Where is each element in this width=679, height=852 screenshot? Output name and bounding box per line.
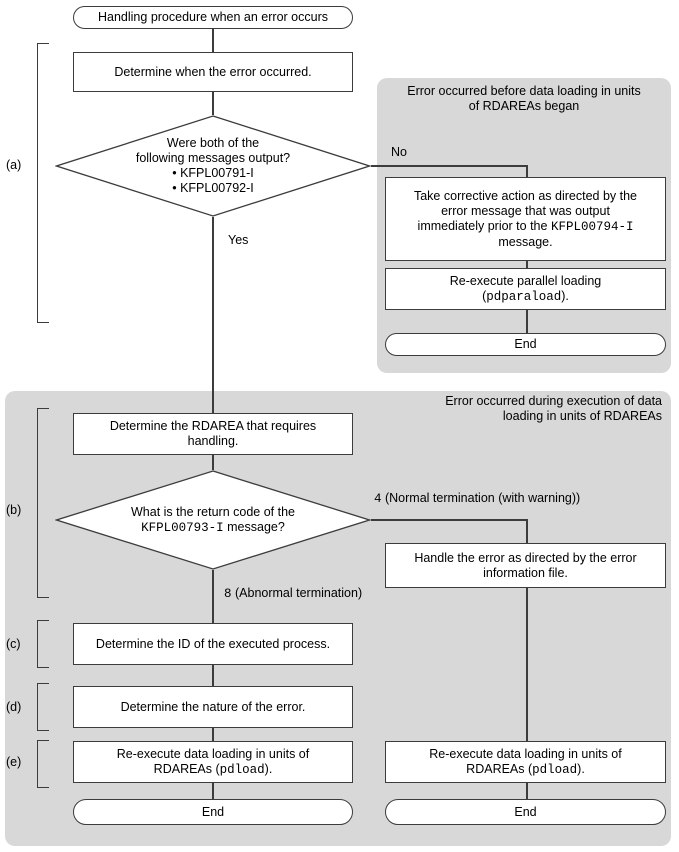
connector-line-no-branch xyxy=(371,165,527,167)
connector-line xyxy=(526,310,528,333)
end-terminator-left: End xyxy=(73,799,353,825)
message-code: KFPL00793-I xyxy=(141,520,224,535)
process-reexecute-data-loading-right: Re-execute data loading in units of RDAR… xyxy=(385,741,666,783)
text-line: Handle the error as directed by the erro… xyxy=(414,550,637,565)
connector-line xyxy=(526,261,528,268)
text-line: immediately prior to the KFPL00794-I xyxy=(418,219,634,235)
text-segment: ( xyxy=(482,288,487,303)
panel-during-header: Error occurred during execution of data … xyxy=(400,394,662,424)
text-line: information file. xyxy=(483,565,568,580)
step-label-e: (e) xyxy=(6,755,22,769)
process-determine-process-id: Determine the ID of the executed process… xyxy=(73,623,353,665)
text-line: RDAREAs (pdload). xyxy=(466,762,585,778)
text-segment: (Abnormal termination) xyxy=(231,586,363,600)
end-label: End xyxy=(201,804,225,819)
process-determine-error-nature: Determine the nature of the error. xyxy=(73,686,353,728)
step-label-a: (a) xyxy=(6,158,22,172)
message-code: KFPL00794-I xyxy=(550,219,634,234)
end-label: End xyxy=(514,804,537,819)
diamond-shape xyxy=(55,115,371,217)
text-segment: RDAREAs ( xyxy=(153,761,220,776)
bracket-step-c xyxy=(37,620,49,668)
branch-label-8-abnormal: 8 (Abnormal termination) xyxy=(224,586,362,602)
process-determine-rdarea: Determine the RDAREA that requires handl… xyxy=(73,413,353,455)
header-line: Error occurred during execution of data xyxy=(445,394,662,408)
diamond-shape xyxy=(55,470,371,570)
text-segment: ). xyxy=(264,761,273,776)
header-line: loading in units of RDAREAs xyxy=(502,409,662,423)
return-code: 4 xyxy=(374,492,382,506)
text-line: Re-execute data loading in units of xyxy=(429,746,622,761)
decision-messages-output: Were both of the following messages outp… xyxy=(55,115,371,217)
decision-text: What is the return code of the KFPL00793… xyxy=(55,470,371,570)
start-label: Handling procedure when an error occurs xyxy=(98,10,328,24)
process-reexecute-data-loading-left: Re-execute data loading in units of RDAR… xyxy=(73,741,353,783)
header-line: of RDAREAs began xyxy=(468,99,580,113)
connector-line xyxy=(212,455,214,470)
header-line: Error occurred before data loading in un… xyxy=(407,84,641,98)
connector-line xyxy=(212,665,214,686)
process-reexecute-parallel-loading: Re-execute parallel loading (pdparaload)… xyxy=(385,268,666,310)
text-line: Re-execute parallel loading xyxy=(449,273,602,288)
process-handle-error-info-file: Handle the error as directed by the erro… xyxy=(385,543,666,588)
decision-return-code: What is the return code of the KFPL00793… xyxy=(55,470,371,570)
text-line: error message that was output xyxy=(441,203,610,218)
text-line: Determine the ID of the executed process… xyxy=(95,636,331,651)
text-line: (pdparaload). xyxy=(482,289,569,305)
text-line: Re-execute data loading in units of xyxy=(116,746,310,761)
text-segment: (Normal termination (with warning)) xyxy=(381,491,581,505)
text-segment: RDAREAs ( xyxy=(466,761,533,776)
end-terminator-right: End xyxy=(385,799,666,825)
step-label-d: (d) xyxy=(6,700,22,714)
text-segment: ). xyxy=(561,288,569,303)
text-line: message. xyxy=(498,234,553,249)
text-line: Determine the RDAREA that requires xyxy=(109,419,317,433)
text-line: following messages output? xyxy=(135,151,291,165)
connector-line xyxy=(526,588,528,741)
branch-label-no: No xyxy=(391,145,407,159)
command-code: pdparaload xyxy=(486,289,562,304)
text-segment: ). xyxy=(577,761,585,776)
text-line: KFPL00793-I message? xyxy=(141,520,285,536)
command-code: pdload xyxy=(532,762,578,777)
text-line: What is the return code of the xyxy=(131,504,295,519)
command-code: pdload xyxy=(219,762,265,777)
connector-line-yes-branch xyxy=(212,217,214,413)
step-label-b: (b) xyxy=(6,503,22,517)
return-code: 8 xyxy=(224,587,232,601)
end-terminator-before: End xyxy=(385,333,666,356)
connector-line xyxy=(212,728,214,741)
process-determine-when: Determine when the error occurred. xyxy=(73,52,353,92)
connector-line xyxy=(212,92,214,115)
bracket-step-a xyxy=(37,43,49,323)
connector-line xyxy=(526,165,528,177)
branch-label-yes: Yes xyxy=(228,233,249,247)
bracket-step-b xyxy=(37,408,49,598)
connector-line xyxy=(526,783,528,799)
branch-label-4-normal: 4 (Normal termination (with warning)) xyxy=(374,491,580,507)
text-line: Take corrective action as directed by th… xyxy=(413,188,638,203)
panel-before-header: Error occurred before data loading in un… xyxy=(389,84,659,114)
step-label-c: (c) xyxy=(6,637,21,651)
process-take-corrective-action: Take corrective action as directed by th… xyxy=(385,177,666,261)
connector-line-8-branch xyxy=(212,570,214,623)
decision-text: Were both of the following messages outp… xyxy=(55,115,371,217)
text-line: Determine the nature of the error. xyxy=(120,699,306,714)
text-line: Determine when the error occurred. xyxy=(114,64,312,79)
connector-line xyxy=(212,29,214,52)
connector-line xyxy=(212,783,214,799)
start-terminator: Handling procedure when an error occurs xyxy=(73,6,353,29)
text-line: handling. xyxy=(187,434,239,448)
bracket-step-d xyxy=(37,683,49,731)
connector-line-4-branch xyxy=(371,519,527,521)
text-line: • KFPL00792-I xyxy=(172,181,254,195)
text-segment: message? xyxy=(223,519,285,534)
text-line: • KFPL00791-I xyxy=(172,166,254,180)
text-line: Were both of the xyxy=(166,136,260,150)
text-segment: immediately prior to the xyxy=(417,218,551,233)
bracket-step-e xyxy=(37,740,49,788)
end-label: End xyxy=(514,337,537,351)
text-line: RDAREAs (pdload). xyxy=(154,762,273,778)
connector-line xyxy=(526,519,528,543)
